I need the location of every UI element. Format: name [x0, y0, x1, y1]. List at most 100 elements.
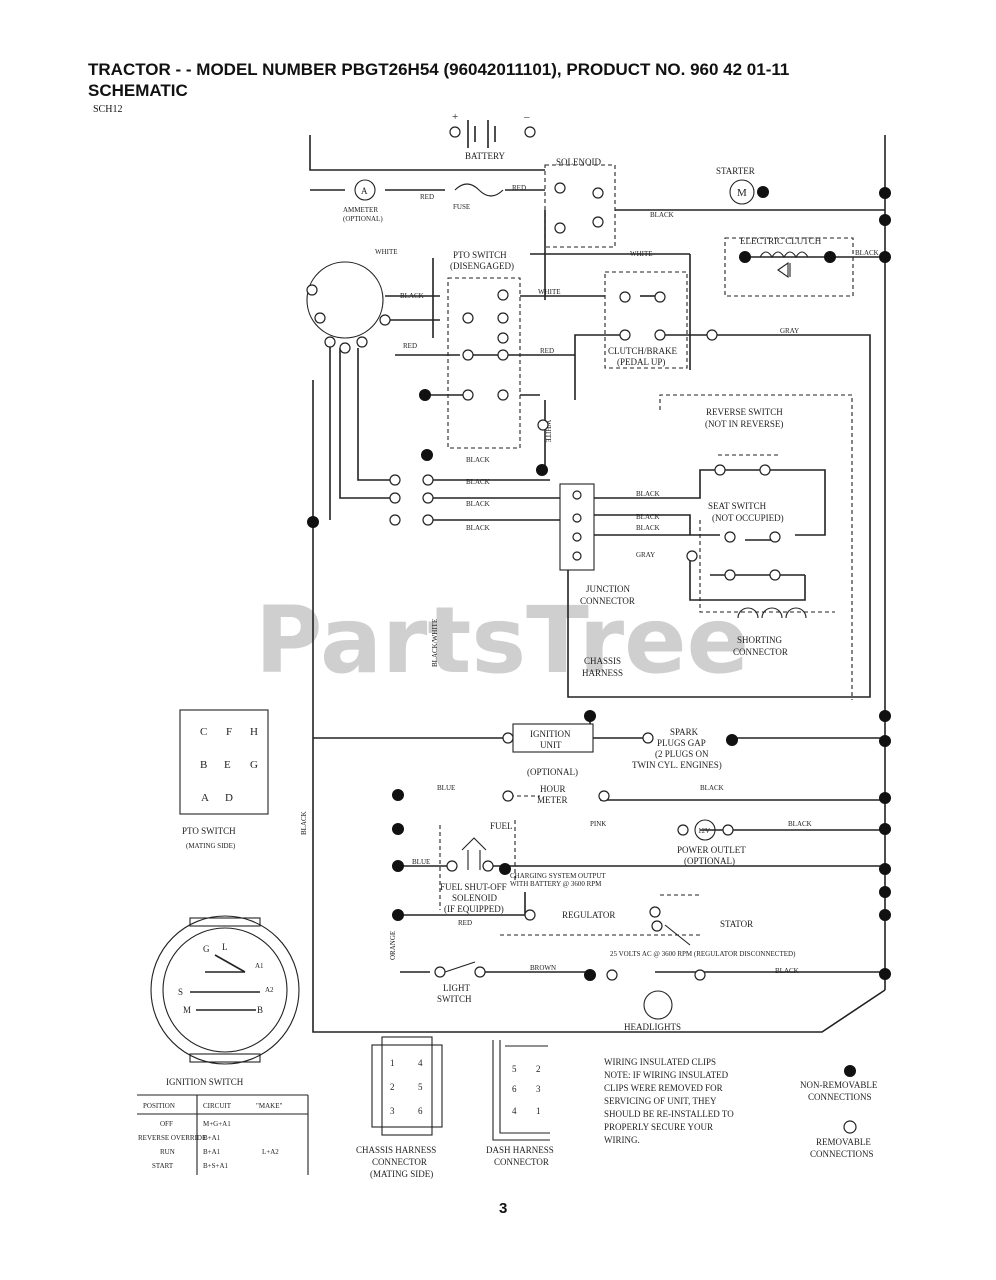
table-cell: OFF — [160, 1120, 173, 1128]
table-cell: B+A1 — [203, 1148, 221, 1156]
fuel-solenoid-icon — [461, 837, 487, 870]
ign-terminal: G — [203, 944, 210, 954]
diode-icon — [777, 261, 791, 279]
fuel-shutoff-1: FUEL SHUT-OFF — [440, 882, 507, 892]
ammeter-icon — [354, 179, 376, 201]
stator-volts: 25 VOLTS AC @ 3600 RPM (REGULATOR DISCON… — [610, 950, 796, 958]
wire-label: RED — [540, 347, 554, 355]
pto-mating-label-2: (MATING SIDE) — [186, 842, 236, 850]
pto-pin: H — [250, 726, 258, 738]
light-switch-icon — [444, 961, 476, 973]
pto-pin: C — [200, 726, 207, 738]
legend-removable-dot — [843, 1120, 857, 1134]
hour-meter-optional: (OPTIONAL) — [527, 767, 578, 777]
wire-color-labels: RED RED BLACK WHITE WHITE BLACK BLACK WH… — [300, 184, 879, 975]
main-wires — [306, 135, 886, 1033]
dash-conn-label-1: DASH HARNESS — [486, 1145, 554, 1155]
pto-switch-state: (DISENGAGED) — [450, 261, 514, 271]
dash-conn-label-2: CONNECTOR — [494, 1157, 549, 1167]
power-outlet-icon — [694, 819, 716, 841]
wire-label: BLACK — [466, 456, 490, 464]
ign-terminal: A1 — [255, 962, 264, 970]
clutch-brake-state: (PEDAL UP) — [617, 357, 665, 367]
ign-terminal: A2 — [265, 986, 274, 994]
legend-nr-2: CONNECTIONS — [808, 1092, 872, 1102]
wire-label: GRAY — [636, 551, 655, 559]
wire-label: BLACK — [700, 784, 724, 792]
battery-plus: + — [452, 111, 458, 123]
reverse-switch-label: REVERSE SWITCH — [706, 407, 783, 417]
shorting-label-2: CONNECTOR — [733, 647, 788, 657]
ignition-switch-label: IGNITION SWITCH — [166, 1077, 244, 1087]
table-header: POSITION — [143, 1102, 175, 1110]
pto-pin: B — [200, 759, 207, 771]
pto-pin: A — [201, 792, 209, 804]
ignition-table: POSITION CIRCUIT "MAKE" OFF M+G+A1 REVER… — [137, 1094, 309, 1175]
pto-pins: C F H B E G A D — [200, 726, 258, 804]
table-header: CIRCUIT — [203, 1102, 232, 1110]
clips-note: NOTE: IF WIRING INSULATED — [604, 1070, 729, 1080]
wire-label: BLACK — [466, 524, 490, 532]
dash-pin: 1 — [536, 1106, 541, 1116]
junction-label-2: CONNECTOR — [580, 596, 635, 606]
removable-dots — [306, 182, 781, 981]
spark-label-3: (2 PLUGS ON — [655, 749, 709, 759]
wire-label: RED — [403, 342, 417, 350]
legend-nr-1: NON-REMOVABLE — [800, 1080, 878, 1090]
pto-pin: G — [250, 759, 258, 771]
starter-label: STARTER — [716, 166, 755, 176]
wire-label: BLUE — [412, 858, 430, 866]
chassis-conn-label-3: (MATING SIDE) — [370, 1169, 433, 1179]
chassis-pin: 3 — [390, 1106, 395, 1116]
wire-label: BLACK/WHITE — [431, 619, 439, 667]
wire-label: BLACK — [650, 211, 674, 219]
wire-label: BLACK — [636, 490, 660, 498]
ign-terminal: S — [178, 987, 183, 997]
dash-pin: 6 — [512, 1084, 517, 1094]
wire-label: RED — [512, 184, 526, 192]
fuse-icon — [454, 183, 504, 197]
chassis-pin: 4 — [418, 1058, 423, 1068]
stator-label: STATOR — [720, 919, 753, 929]
pto-switch-label: PTO SWITCH — [453, 250, 507, 260]
wire-label: BLACK — [788, 820, 812, 828]
table-cell: B+S+A1 — [203, 1162, 229, 1170]
wire-label: BLACK — [300, 811, 308, 835]
wire-label: BLACK — [400, 292, 424, 300]
clips-note: PROPERLY SECURE YOUR — [604, 1122, 713, 1132]
wire-label: GRAY — [780, 327, 799, 335]
legend-non-removable-dot — [844, 1065, 856, 1077]
pto-pin: F — [226, 726, 232, 738]
wire-label: RED — [458, 919, 472, 927]
junction-pins — [572, 490, 582, 561]
headlights-label: HEADLIGHTS — [624, 1022, 681, 1032]
table-cell: M+G+A1 — [203, 1120, 231, 1128]
fuse-label: FUSE — [453, 203, 470, 211]
table-cell: L+A2 — [262, 1148, 279, 1156]
wire-label: BLACK — [636, 513, 660, 521]
battery-symbol — [449, 120, 536, 148]
headlight-icon — [643, 990, 673, 1020]
power-outlet-label-2: (OPTIONAL) — [684, 856, 735, 866]
ignition-switch-diagram — [150, 915, 300, 1065]
wire-label: BLACK — [466, 478, 490, 486]
table-cell: START — [152, 1162, 174, 1170]
chassis-harness-2: HARNESS — [582, 668, 623, 678]
seat-switch-label: SEAT SWITCH — [708, 501, 767, 511]
charging-label-1: CHARGING SYSTEM OUTPUT — [510, 872, 606, 880]
wire-label: ORANGE — [389, 931, 397, 960]
clutch-brake-label: CLUTCH/BRAKE — [608, 346, 678, 356]
dash-pin: 2 — [536, 1064, 541, 1074]
regulator-label: REGULATOR — [562, 910, 615, 920]
watermark: PartsTree — [255, 587, 749, 694]
wire-label: BLACK — [636, 524, 660, 532]
ignition-unit-label-2: UNIT — [540, 740, 562, 750]
wire-label: PINK — [590, 820, 606, 828]
battery-label: BATTERY — [465, 151, 506, 161]
dash-pin: 5 — [512, 1064, 517, 1074]
ammeter-symbol: A — [361, 186, 368, 196]
junction-label-1: JUNCTION — [586, 584, 630, 594]
chassis-pin: 6 — [418, 1106, 423, 1116]
chassis-pin: 1 — [390, 1058, 395, 1068]
